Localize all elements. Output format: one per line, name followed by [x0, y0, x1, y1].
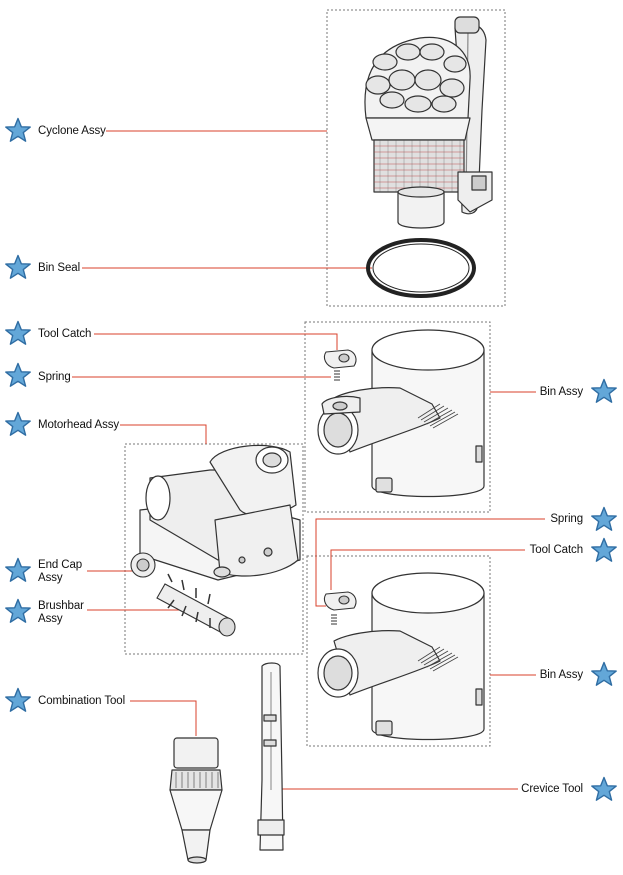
leader-tool-catch-1: [94, 333, 338, 350]
label-spring-1: Spring: [38, 371, 71, 383]
bin-assy-2-group-box: [306, 555, 491, 747]
label-tool-catch-1: Tool Catch: [38, 328, 92, 340]
star-icon: [591, 661, 617, 686]
label-bin-seal: Bin Seal: [38, 262, 81, 274]
spring-1-drawing: [334, 370, 340, 381]
label-end-cap-assy-line2: Assy: [38, 572, 63, 584]
label-cyclone-assy: Cyclone Assy: [38, 125, 106, 137]
leader-tool-catch-2: [330, 549, 525, 590]
end-cap-drawing: [130, 552, 156, 578]
motorhead-drawing: [139, 444, 301, 581]
star-icon: [591, 776, 617, 801]
brushbar-drawing: [156, 573, 236, 637]
combination-tool-drawing: [169, 737, 223, 864]
star-icon: [5, 320, 31, 345]
star-icon: [591, 537, 617, 562]
bin-seal-drawing: [366, 238, 476, 298]
star-icon: [5, 557, 31, 582]
star-icon: [5, 117, 31, 142]
label-combination-tool: Combination Tool: [38, 695, 126, 707]
tool-catch-2-drawing: [323, 591, 357, 611]
leader-spring-2: [315, 518, 545, 607]
label-motorhead-assy: Motorhead Assy: [38, 419, 120, 431]
cyclone-assembly-drawing: [364, 16, 493, 229]
label-tool-catch-2: Tool Catch: [529, 544, 583, 556]
star-icon: [591, 378, 617, 403]
label-crevice-tool: Crevice Tool: [521, 783, 583, 795]
label-brushbar-assy-line1: Brushbar: [38, 600, 84, 612]
leader-motorhead: [120, 424, 207, 444]
motorhead-group-box: [124, 443, 304, 655]
crevice-tool-drawing: [257, 662, 285, 851]
tool-catch-1-drawing: [323, 349, 357, 369]
bin-assy-1-group-box: [304, 321, 491, 513]
star-icon: [5, 362, 31, 387]
star-icon: [5, 598, 31, 623]
star-icon: [5, 254, 31, 279]
label-bin-assy-2: Bin Assy: [539, 669, 583, 681]
cyclone-group-box: [326, 9, 506, 307]
label-spring-2: Spring: [550, 513, 583, 525]
label-bin-assy-1: Bin Assy: [539, 386, 583, 398]
star-icon: [591, 506, 617, 531]
spring-2-drawing: [331, 614, 337, 625]
bin-assy-2-drawing: [317, 572, 485, 741]
label-end-cap-assy-line1: End Cap: [38, 559, 83, 571]
label-brushbar-assy-line2: Assy: [38, 613, 63, 625]
leader-combination: [130, 700, 197, 736]
leader-lines: [72, 130, 545, 790]
star-icon: [5, 687, 31, 712]
bin-assy-1-drawing: [317, 329, 485, 498]
star-icon: [5, 411, 31, 436]
